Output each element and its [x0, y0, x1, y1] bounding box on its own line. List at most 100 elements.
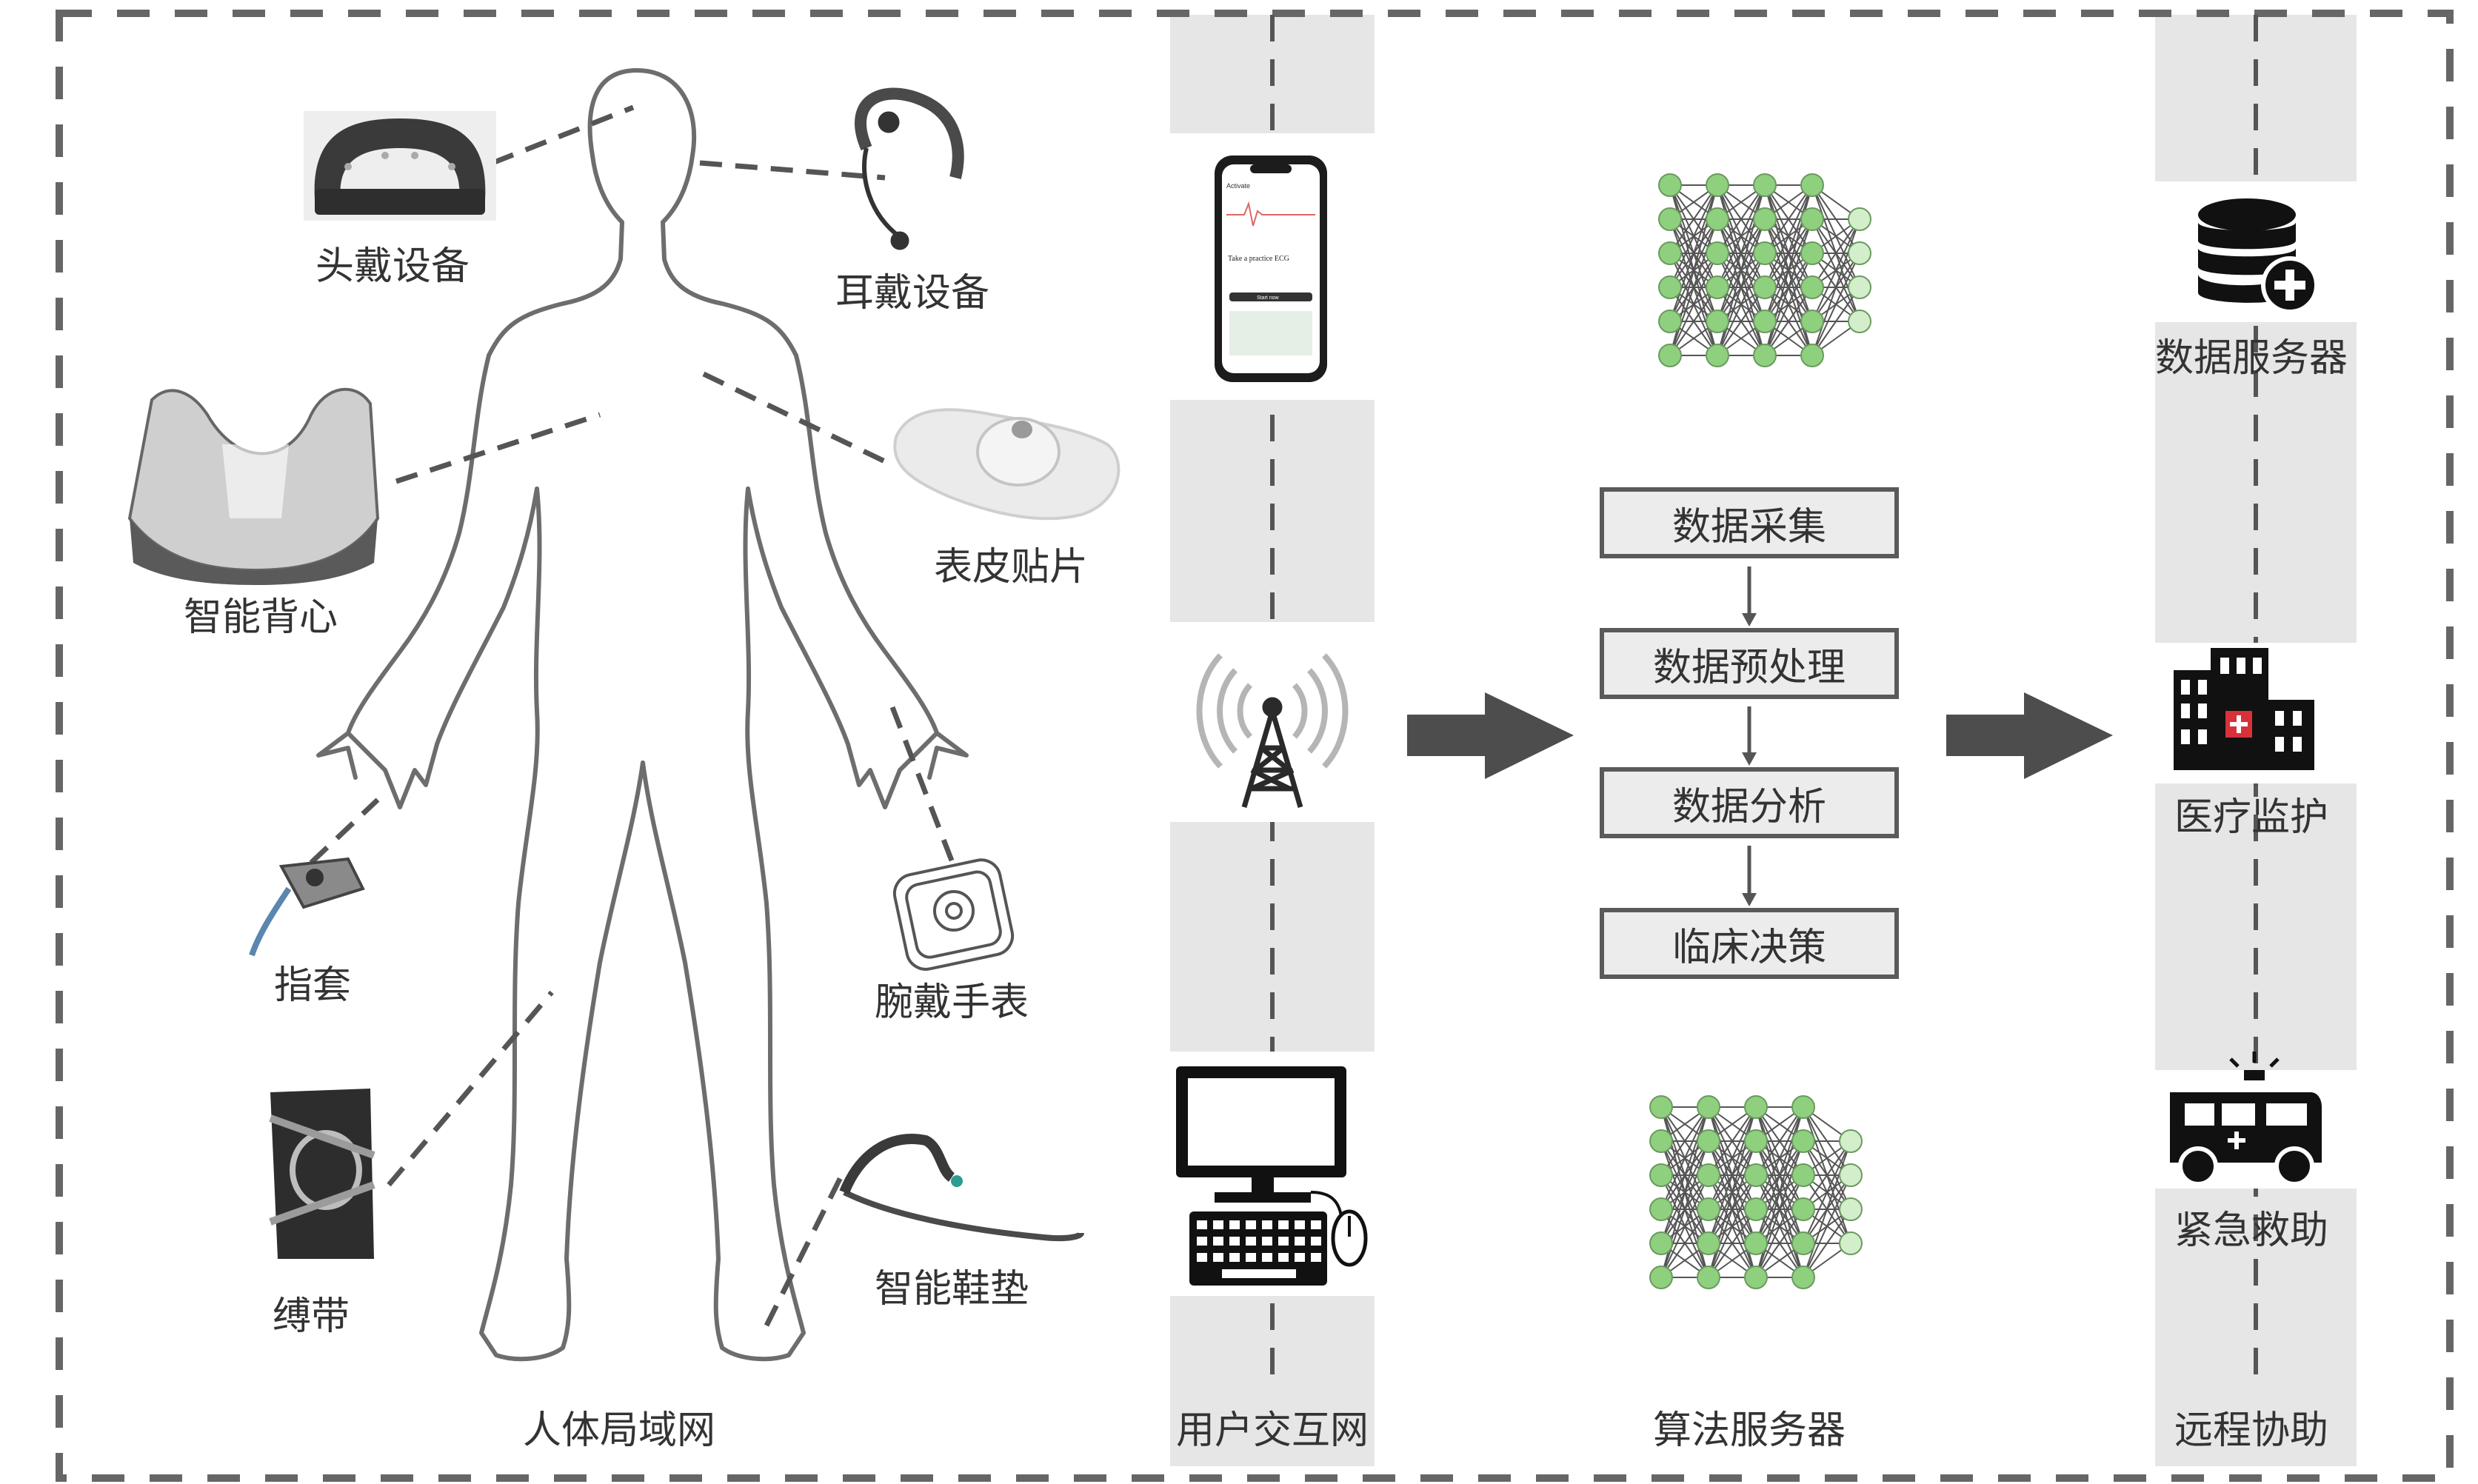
nn-node — [1791, 1266, 1815, 1289]
nn-edge — [1660, 1106, 1709, 1176]
nn-node — [1706, 310, 1729, 333]
nn-edge — [1660, 1174, 1709, 1278]
pipeline-step-preprocess: 数据预处理 — [1600, 628, 1899, 699]
phone-button-label: Start now — [1257, 295, 1280, 301]
nn-edge — [1717, 184, 1766, 288]
nn-node — [1791, 1231, 1815, 1255]
nn-node — [1697, 1231, 1720, 1255]
nn-node — [1649, 1231, 1673, 1255]
nn-edge — [1803, 1140, 1851, 1210]
nn-node — [1791, 1163, 1815, 1187]
nn-edge — [1803, 1174, 1851, 1278]
label-earpiece: 耳戴设备 — [835, 271, 990, 315]
neural-network-top — [1658, 173, 1871, 367]
nn-node — [1800, 207, 1824, 231]
label-headband: 头戴设备 — [315, 244, 470, 289]
nn-node — [1649, 1163, 1673, 1187]
nn-node — [1744, 1095, 1768, 1119]
pipeline-step-collect: 数据采集 — [1600, 487, 1899, 558]
section-remote-assist: 远程协助 — [2174, 1408, 2329, 1453]
nn-node — [1697, 1095, 1720, 1119]
nn-node — [1744, 1231, 1768, 1255]
nn-edge — [1717, 253, 1766, 356]
nn-edge — [1660, 1106, 1709, 1244]
nn-node — [1800, 344, 1824, 367]
nn-edge — [1803, 1140, 1851, 1244]
nn-edge — [1764, 287, 1813, 356]
nn-edge — [1708, 1106, 1757, 1210]
nn-edge — [1803, 1140, 1851, 1278]
nn-edge — [1811, 253, 1860, 356]
nn-node — [1753, 344, 1777, 367]
nn-node — [1753, 275, 1777, 299]
nn-node — [1706, 241, 1729, 265]
nn-edge — [1669, 184, 1718, 288]
nn-edge — [1764, 218, 1813, 356]
nn-edge — [1708, 1209, 1757, 1278]
database-icon — [2198, 198, 2319, 314]
label-emergency: 紧急救助 — [2174, 1209, 2329, 1253]
nn-edge — [1708, 1106, 1757, 1176]
nn-node — [1706, 173, 1729, 197]
nn-node — [1800, 275, 1824, 299]
nn-node — [1839, 1129, 1863, 1153]
headband-icon — [304, 111, 496, 221]
nn-node — [1649, 1266, 1673, 1289]
nn-edge — [1708, 1140, 1757, 1278]
nn-node — [1649, 1095, 1673, 1119]
nn-edge — [1811, 218, 1860, 288]
nn-node — [1658, 344, 1682, 367]
device-connectors — [309, 104, 958, 1327]
nn-edge — [1764, 184, 1813, 288]
nn-edge — [1669, 184, 1718, 322]
finger-clip-icon — [249, 857, 365, 957]
ambulance-icon — [2170, 1052, 2322, 1186]
nn-node — [1800, 241, 1824, 265]
nn-edge — [1717, 287, 1766, 356]
nn-node — [1744, 1266, 1768, 1289]
label-patch: 表皮贴片 — [933, 545, 1089, 589]
nn-node — [1800, 173, 1824, 197]
outer-dashed-border — [56, 10, 2454, 1482]
human-silhouette — [316, 68, 969, 1362]
nn-node — [1706, 275, 1729, 299]
nn-node — [1697, 1129, 1720, 1153]
nn-node — [1839, 1197, 1863, 1221]
label-data-server: 数据服务器 — [2154, 336, 2348, 381]
nn-edge — [1755, 1209, 1804, 1278]
label-knee-brace: 缚带 — [272, 1294, 350, 1339]
nn-node — [1848, 275, 1871, 299]
nn-node — [1839, 1163, 1863, 1187]
label-finger-clip: 指套 — [273, 963, 352, 1008]
nn-node — [1848, 241, 1871, 265]
nn-edge — [1669, 253, 1718, 356]
nn-node — [1697, 1266, 1720, 1289]
nn-node — [1791, 1197, 1815, 1221]
label-insole: 智能鞋垫 — [874, 1267, 1029, 1311]
nn-node — [1706, 207, 1729, 231]
smartphone-icon: Activate Take a practice ECG Start now — [1215, 156, 1327, 382]
nn-node — [1658, 275, 1682, 299]
nn-edge — [1803, 1209, 1851, 1278]
nn-edge — [1764, 253, 1813, 356]
nn-edge — [1811, 218, 1860, 322]
section-user-network: 用户交互网 — [1175, 1408, 1369, 1453]
arrow-to-algorithm — [1407, 692, 1574, 779]
nn-edge — [1669, 218, 1718, 356]
nn-node — [1791, 1095, 1815, 1119]
nn-node — [1697, 1163, 1720, 1187]
nn-node — [1800, 310, 1824, 333]
label-watch: 腕戴手表 — [874, 980, 1029, 1025]
nn-edge — [1669, 287, 1718, 356]
nn-node — [1839, 1231, 1863, 1255]
nn-node — [1744, 1163, 1768, 1187]
nn-edge — [1660, 1140, 1709, 1278]
pipeline-step-decision: 临床决策 — [1600, 908, 1899, 979]
antenna-icon — [1196, 653, 1349, 808]
section-algo-server: 算法服务器 — [1652, 1408, 1846, 1453]
nn-node — [1658, 310, 1682, 333]
nn-node — [1649, 1197, 1673, 1221]
nn-edge — [1755, 1106, 1804, 1176]
nn-node — [1848, 207, 1871, 231]
phone-app-name: Activate — [1226, 182, 1250, 190]
